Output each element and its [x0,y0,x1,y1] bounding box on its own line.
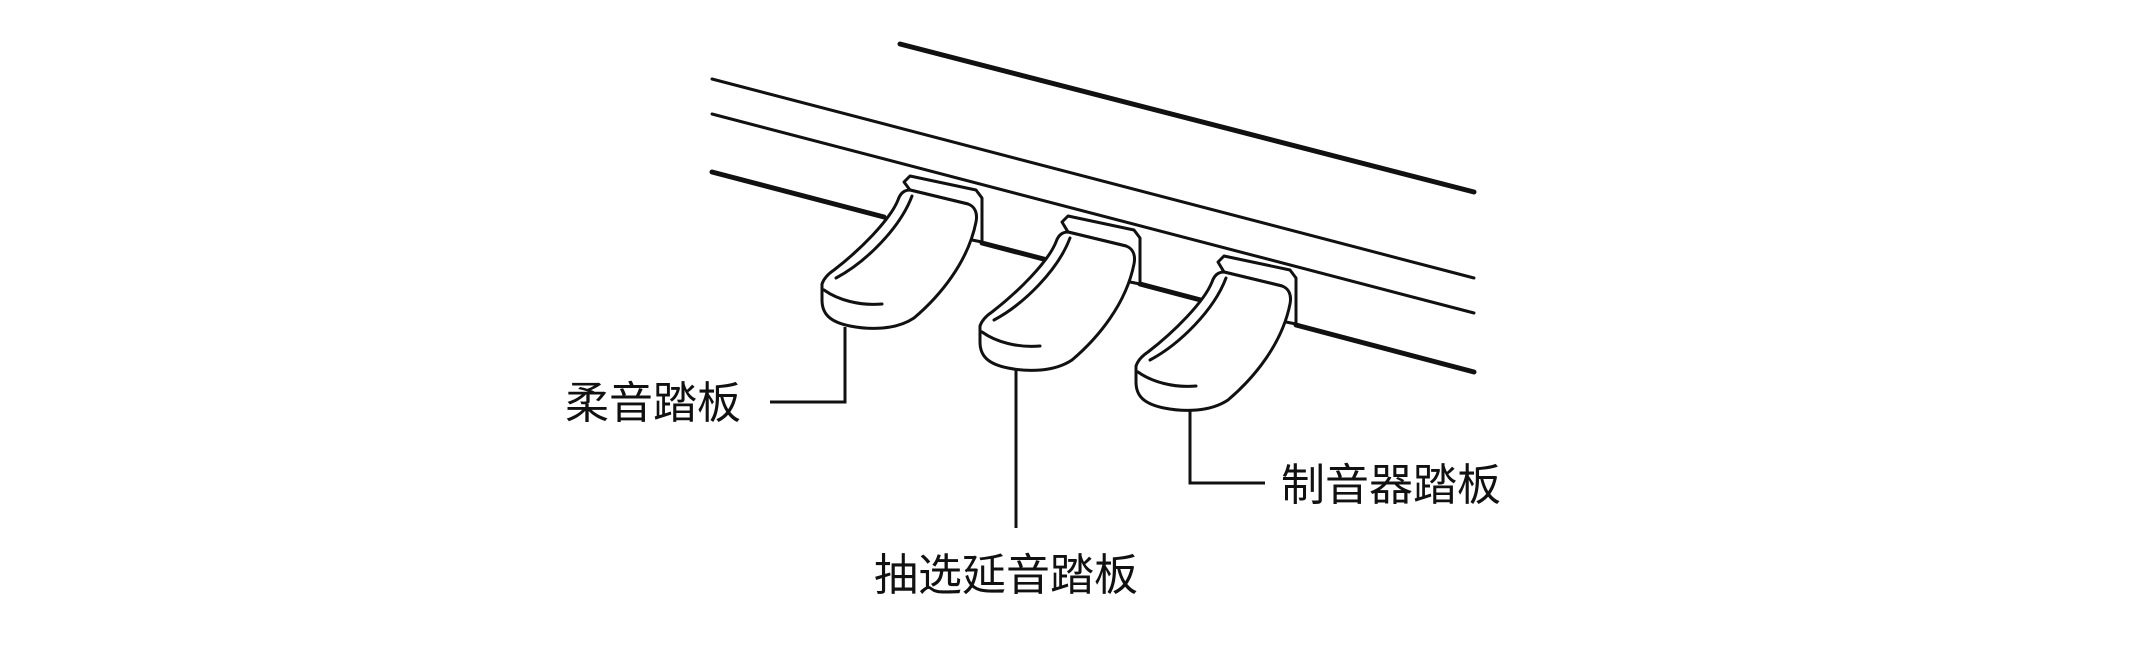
soft-pedal [820,174,984,330]
sostenuto-pedal-highlight [980,236,1072,348]
damper-pedal-label: 制音器踏板 [1281,460,1501,511]
piano-bottom-edge-right [1293,322,1477,375]
piano-body [709,41,1477,375]
soft-pedal-highlight [822,194,914,306]
piano-upper-panel-line [710,77,1476,280]
damper-pedal [1134,254,1298,412]
piano-bottom-edge-mid1 [979,240,1058,265]
damper-pedal-highlight [1136,276,1228,388]
piano-top-edge [897,41,1477,195]
sostenuto-pedal [978,214,1142,372]
piano-lower-panel-line [710,112,1476,315]
sostenuto-pedal-lever [978,230,1136,372]
damper-pedal-lever [1134,270,1292,412]
sostenuto-pedal-label: 抽选延音踏板 [874,550,1138,601]
damper-pedal-leader [1188,410,1265,485]
soft-pedal-lever [820,188,978,330]
piano-bottom-edge-left [709,169,887,220]
soft-pedal-label: 柔音踏板 [565,378,741,429]
soft-pedal-leader [770,327,847,404]
